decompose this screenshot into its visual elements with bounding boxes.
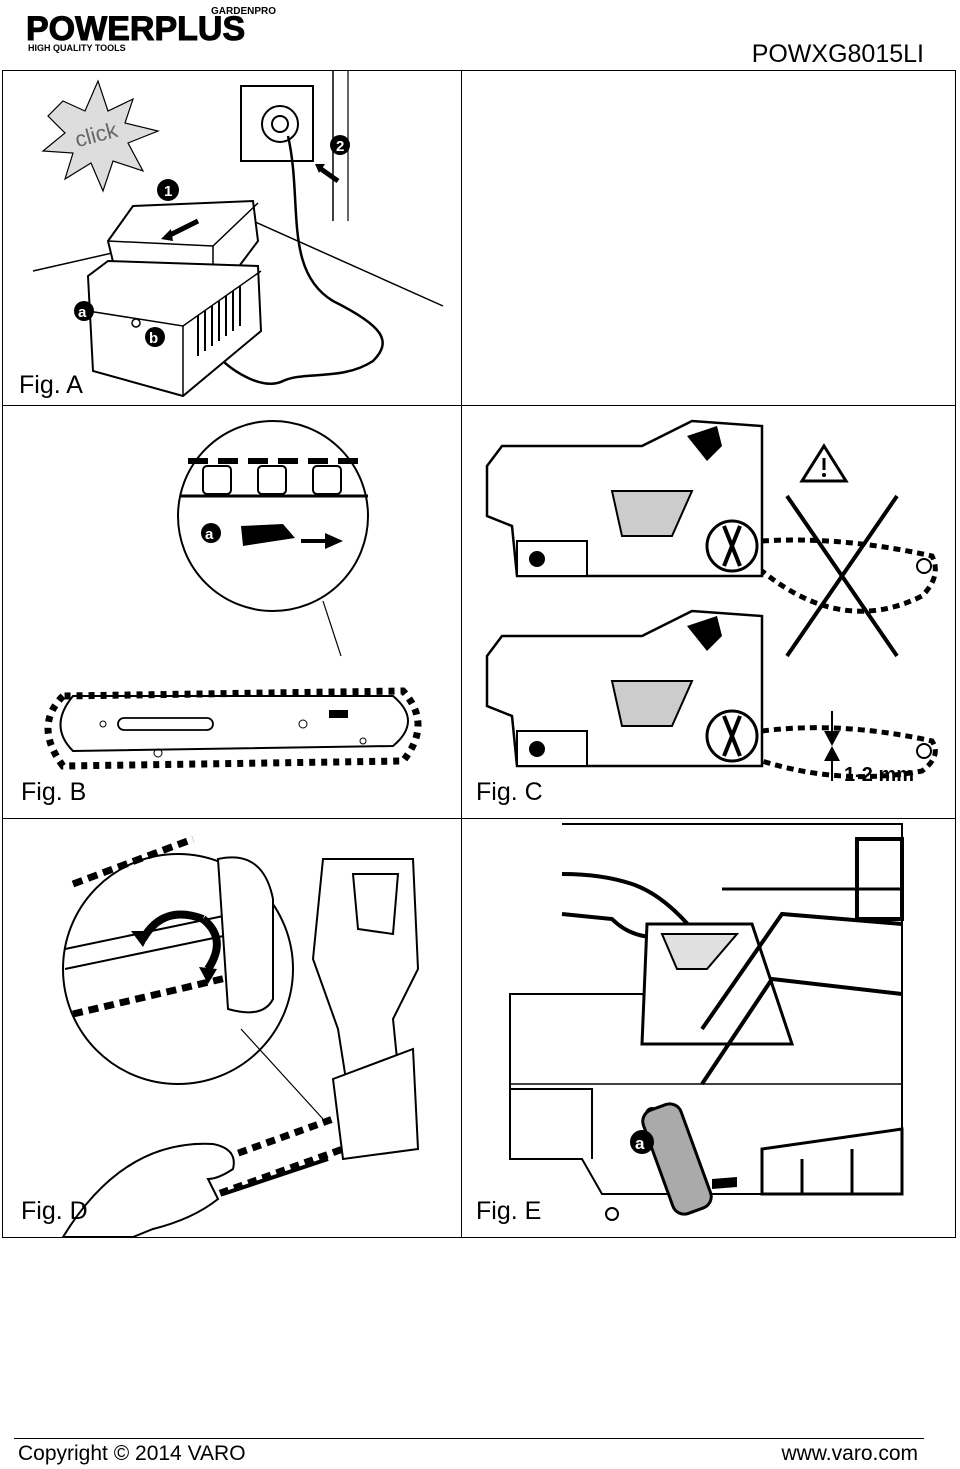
blank-panel	[462, 71, 955, 406]
chain-direction-illustration: a	[44, 420, 422, 770]
fig-b-caption: Fig. B	[21, 778, 87, 806]
click-burst-icon	[41, 79, 160, 193]
footer-rule	[14, 1438, 924, 1439]
fig-c-caption: Fig. C	[476, 778, 543, 806]
oil-level-window	[641, 1102, 713, 1216]
hand-icon	[61, 1142, 235, 1237]
figure-grid: 2 click 1	[2, 70, 956, 1238]
brand-top-text: GARDENPRO	[211, 6, 276, 17]
fig-e-label-a: a	[635, 1134, 645, 1153]
fig-b-panel: a Fig. B	[3, 406, 462, 819]
charger-battery-illustration: 2 click 1	[32, 71, 444, 398]
fig-a-caption: Fig. A	[19, 371, 83, 399]
fig-d-caption: Fig. D	[21, 1197, 88, 1225]
saw-incorrect	[485, 419, 938, 658]
saw-correct	[485, 609, 938, 781]
fig-e-caption: Fig. E	[476, 1197, 542, 1225]
website-link[interactable]: www.varo.com	[781, 1442, 918, 1465]
step-2-label: 2	[336, 138, 344, 155]
fig-b-label-a: a	[205, 526, 214, 543]
powerplus-logo: GARDENPRO POWERPLUS HIGH QUALITY TOOLS	[26, 6, 276, 53]
oil-window-illustration: a	[509, 823, 904, 1221]
chain-tension-illustration: 1-2 mm	[485, 419, 938, 786]
model-number: POWXG8015LI	[751, 40, 924, 68]
cross-icon	[785, 494, 899, 658]
brand-main-text: POWERPLUS	[26, 10, 245, 48]
tension-screw-illustration	[61, 835, 420, 1237]
step-1-label: 1	[164, 183, 172, 200]
fig-d-panel: Fig. D	[3, 819, 462, 1237]
fig-e-panel: a Fig. E	[462, 819, 955, 1237]
fig-a-panel: 2 click 1	[3, 71, 462, 406]
tension-measure-label: 1-2 mm	[844, 764, 914, 786]
fig-c-panel: 1-2 mm Fig. C	[462, 406, 955, 819]
brand-sub-text: HIGH QUALITY TOOLS	[28, 43, 126, 53]
copyright-text: Copyright © 2014 VARO	[18, 1442, 246, 1465]
fig-a-label-b: b	[149, 330, 158, 347]
fig-a-label-a: a	[78, 304, 87, 321]
